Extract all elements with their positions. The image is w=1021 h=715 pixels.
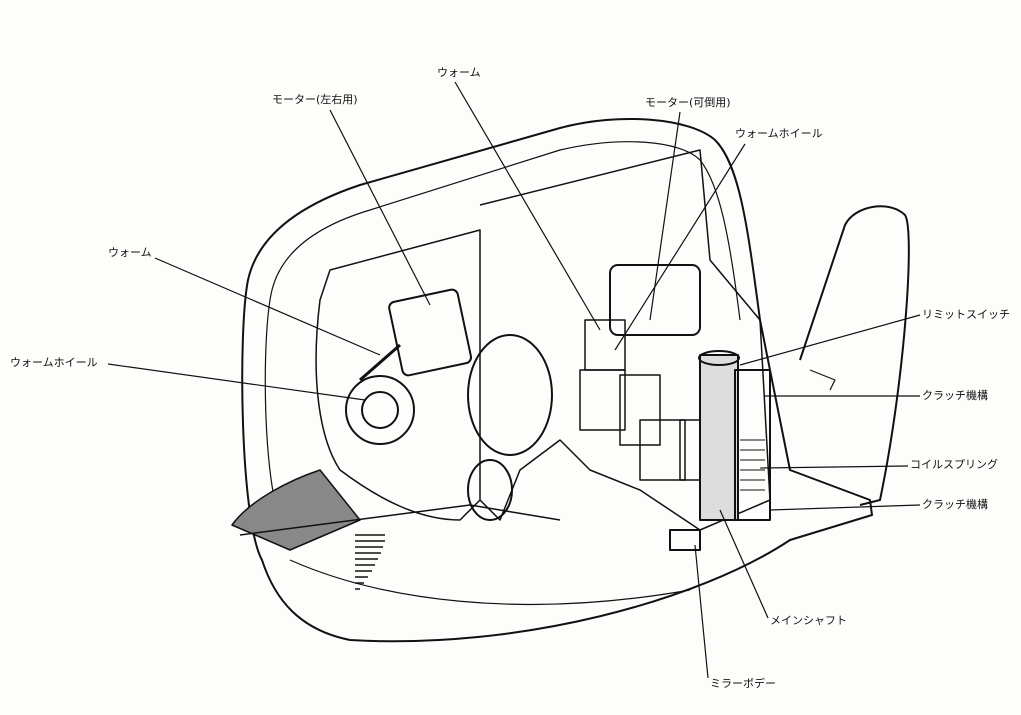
gear-train	[579, 319, 711, 481]
label-coil-spring: コイルスプリング	[910, 458, 998, 471]
label-motor-fold: モーター(可倒用)	[645, 96, 731, 109]
leader-motor-fold	[649, 111, 681, 321]
motor-fold	[609, 264, 701, 336]
leader-worm-wheel-right	[614, 143, 746, 351]
leader-coil-spring	[759, 465, 909, 469]
leader-worm-left	[154, 257, 381, 356]
mirror-housing-outline	[241, 117, 873, 643]
gradient-marks	[355, 534, 385, 590]
pivot-housing	[467, 334, 553, 456]
worm-wheel-left	[345, 375, 415, 445]
leader-worm-wheel-left	[107, 363, 366, 401]
coil-spring-housing	[734, 369, 771, 521]
leader-worm-top	[454, 81, 601, 331]
main-shaft	[699, 354, 739, 521]
label-clutch-upper: クラッチ機構	[922, 389, 988, 402]
label-worm-wheel-right: ウォームホイール	[735, 127, 823, 140]
leader-lines	[107, 81, 921, 679]
internal-frame	[315, 229, 481, 521]
leader-mirror-body	[694, 544, 709, 679]
housing-inner-rim	[264, 141, 741, 521]
label-worm-wheel-left: ウォームホイール	[10, 356, 98, 369]
mirror-glass	[799, 205, 910, 506]
label-main-shaft: メインシャフト	[770, 614, 847, 627]
label-mirror-body: ミラーボデー	[710, 677, 776, 690]
label-limit-switch: リミットスイッチ	[922, 308, 1010, 321]
leader-main-shaft	[719, 509, 769, 619]
leader-motor-lr	[329, 109, 431, 306]
leader-clutch-lower	[769, 504, 921, 511]
leader-limit-switch	[739, 314, 921, 366]
label-worm-left: ウォーム	[108, 246, 152, 259]
label-motor-left-right: モーター(左右用)	[272, 93, 358, 106]
housing-cut-section	[231, 469, 361, 551]
motor-left-right	[388, 288, 473, 377]
label-clutch-lower: クラッチ機構	[922, 498, 988, 511]
label-worm-top: ウォーム	[437, 66, 481, 79]
